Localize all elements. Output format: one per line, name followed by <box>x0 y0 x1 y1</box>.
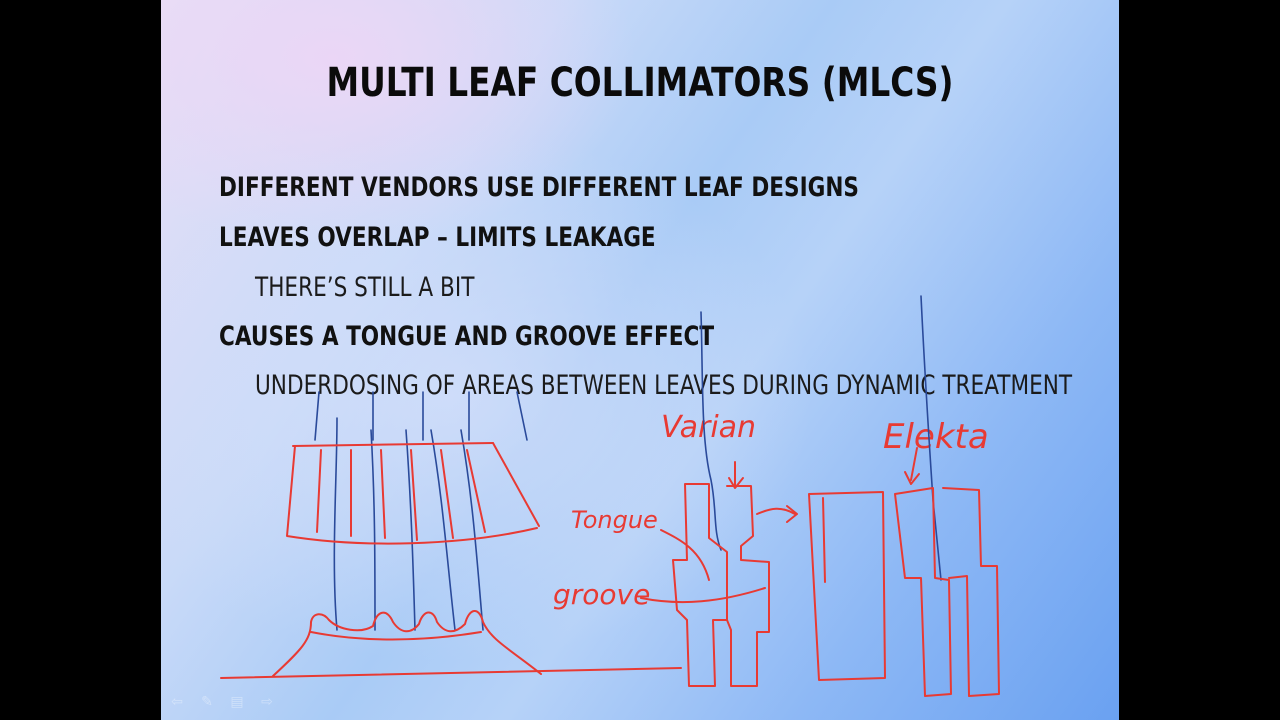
bullet-leaves-overlap: Leaves overlap – limits leakage <box>219 222 656 253</box>
pen-icon[interactable]: ✎ <box>201 694 213 710</box>
groove-label: groove <box>553 578 650 611</box>
varian-leaves-sketch <box>672 311 798 687</box>
bullet-tongue-and-groove: Causes a tongue and groove effect <box>219 321 715 352</box>
slide-title: Multi Leaf Collimators (MLCs) <box>326 60 954 106</box>
collimator-leaves-sketch <box>286 442 540 545</box>
menu-icon[interactable]: ▤ <box>230 694 244 710</box>
beam-sketch <box>314 391 528 631</box>
elekta-leaves-sketch <box>808 295 1000 697</box>
arrow-right-icon[interactable]: ⇨ <box>261 694 273 710</box>
pen-annotations: Varian Tongue groove Elekta <box>220 295 1000 697</box>
sub-bullet-underdosing: Underdosing of areas between leaves duri… <box>255 370 1073 401</box>
sub-bullet-still-a-bit: There’s still a bit <box>255 272 475 303</box>
tongue-label: Tongue <box>571 506 658 534</box>
varian-label: Varian <box>661 410 756 445</box>
elekta-label: Elekta <box>883 417 989 457</box>
arrow-left-icon[interactable]: ⇦ <box>171 694 183 710</box>
bullet-vendors: Different vendors use different leaf des… <box>219 172 859 203</box>
dose-profile-sketch <box>220 610 682 679</box>
slideshow-controls: ⇦ ✎ ▤ ⇨ <box>167 694 277 710</box>
slide: Multi Leaf Collimators (MLCs) Different … <box>161 0 1119 720</box>
